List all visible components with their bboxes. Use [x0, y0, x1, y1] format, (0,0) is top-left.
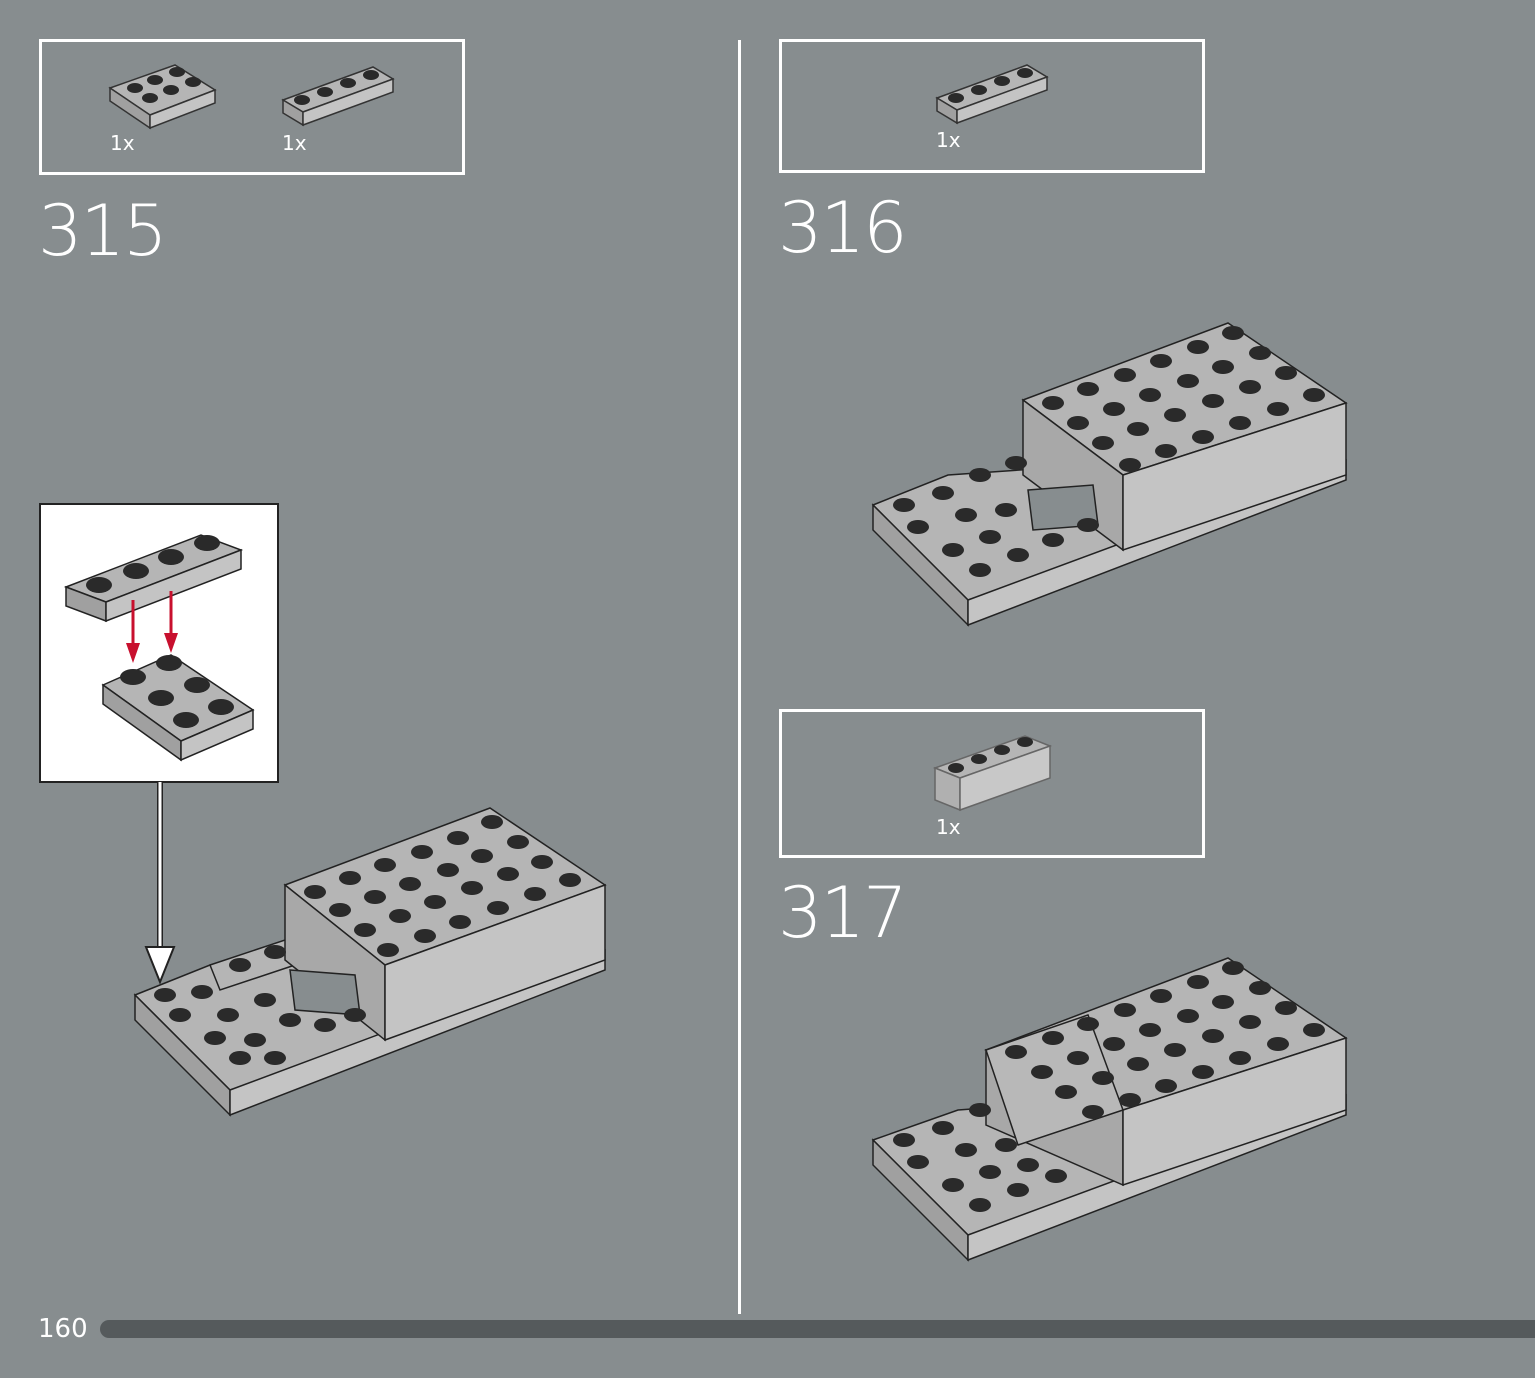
brick-1x4-icon — [932, 735, 1053, 812]
sub-assembly-illustration — [63, 534, 255, 762]
placement-arrow — [144, 782, 176, 985]
page-number: 160 — [38, 1314, 88, 1344]
plate-2x3-icon — [108, 64, 217, 130]
model-step-316 — [871, 322, 1348, 627]
parts-list-317 — [779, 709, 1205, 858]
progress-bar — [100, 1320, 1535, 1338]
parts-list-316 — [779, 39, 1205, 173]
plate-1x4-icon — [935, 64, 1049, 125]
plate-1x4-icon — [281, 66, 395, 127]
step-number: 315 — [38, 190, 168, 272]
step-number: 317 — [778, 872, 908, 954]
part-qty: 1x — [936, 128, 961, 152]
part-qty: 1x — [282, 131, 307, 155]
sub-assembly-callout — [39, 503, 279, 783]
parts-list-315 — [39, 39, 465, 175]
model-step-317 — [871, 957, 1348, 1262]
step-number: 316 — [778, 187, 908, 269]
model-step-315 — [133, 807, 607, 1117]
part-qty: 1x — [936, 815, 961, 839]
part-qty: 1x — [110, 131, 135, 155]
column-divider — [738, 40, 741, 1314]
